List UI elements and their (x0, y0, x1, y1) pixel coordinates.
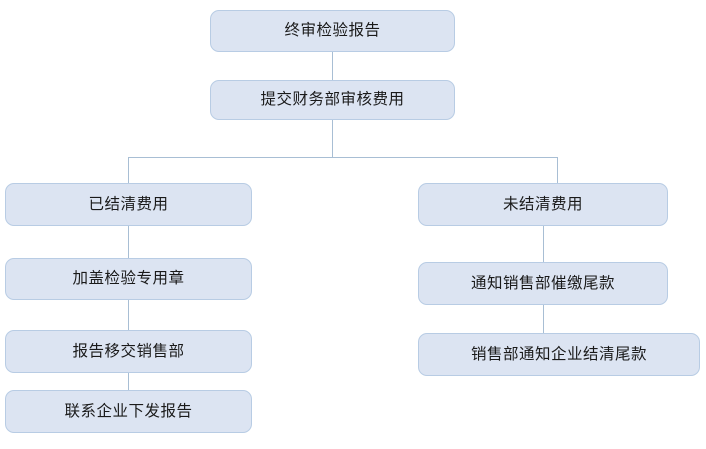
node-settled[interactable]: 已结清费用 (5, 183, 252, 226)
node-submit-finance-label: 提交财务部审核费用 (260, 91, 405, 109)
connector-unsettled-to-notify-sales (543, 226, 544, 262)
node-root-label: 终审检验报告 (284, 22, 381, 40)
connector-root-to-submit-finance (332, 52, 333, 80)
connector-submit-finance-stem (332, 120, 333, 158)
node-notify-sales[interactable]: 通知销售部催缴尾款 (418, 262, 668, 305)
node-transfer-sales-label: 报告移交销售部 (72, 342, 185, 360)
node-transfer-sales[interactable]: 报告移交销售部 (5, 330, 252, 373)
node-settled-label: 已结清费用 (88, 195, 169, 213)
node-contact-company-label: 联系企业下发报告 (64, 402, 193, 420)
connector-split-bus (128, 157, 558, 158)
connector-settled-to-stamp (128, 226, 129, 258)
connector-stamp-to-transfer-sales (128, 300, 129, 330)
node-unsettled-label: 未结清费用 (502, 195, 583, 213)
connector-notify-sales-to-sales-notify-company (543, 305, 544, 333)
node-stamp-label: 加盖检验专用章 (72, 270, 185, 288)
node-submit-finance[interactable]: 提交财务部审核费用 (210, 80, 455, 120)
node-sales-notify-company-label: 销售部通知企业结清尾款 (470, 345, 647, 363)
node-root[interactable]: 终审检验报告 (210, 10, 455, 52)
node-stamp[interactable]: 加盖检验专用章 (5, 258, 252, 300)
node-notify-sales-label: 通知销售部催缴尾款 (470, 274, 615, 292)
connector-bus-to-unsettled (557, 157, 558, 183)
connector-bus-to-settled (128, 157, 129, 183)
node-unsettled[interactable]: 未结清费用 (418, 183, 668, 226)
node-sales-notify-company[interactable]: 销售部通知企业结清尾款 (418, 333, 700, 376)
node-contact-company[interactable]: 联系企业下发报告 (5, 390, 252, 433)
connector-transfer-sales-to-contact-company (128, 373, 129, 390)
